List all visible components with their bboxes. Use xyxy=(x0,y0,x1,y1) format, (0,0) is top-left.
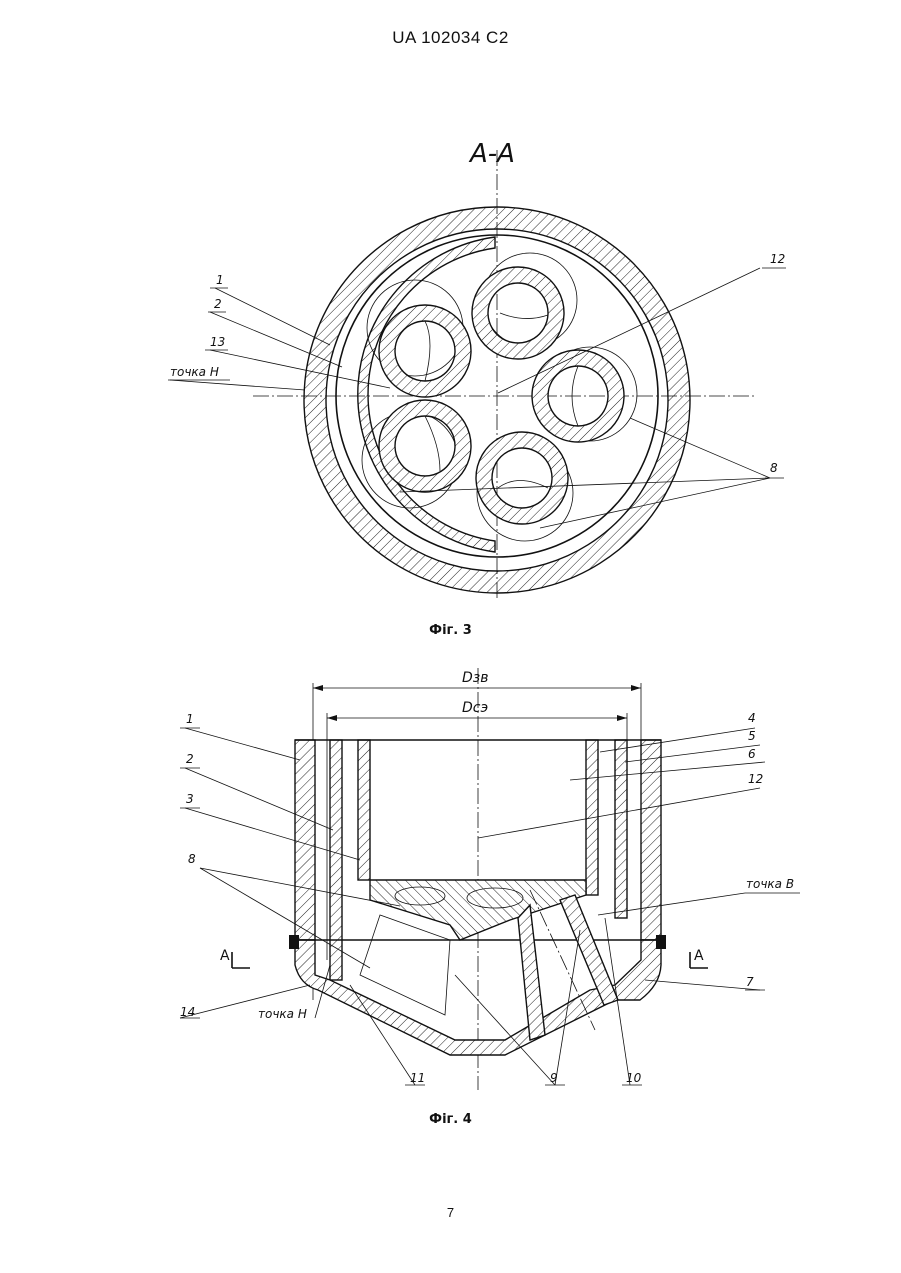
fig3-label-13: 13 xyxy=(210,335,225,349)
outer-wall-left xyxy=(295,740,315,940)
figure-4-longitudinal-view: Dзв Dсэ xyxy=(180,668,800,1090)
dimension-inner-diameter: Dсэ xyxy=(462,700,488,716)
figure-3-caption: Фіг. 3 xyxy=(0,623,901,638)
middle-wall-right xyxy=(615,740,627,918)
tube-2 xyxy=(472,253,577,359)
fig4-label-5: 5 xyxy=(748,729,756,743)
section-marker-right: A xyxy=(694,948,704,964)
tube-1 xyxy=(367,280,471,397)
dimension-outer-diameter: Dзв xyxy=(462,670,488,686)
figure-3-section-view: A-A xyxy=(168,139,786,600)
fig4-label-1: 1 xyxy=(186,712,194,726)
section-marker-left: A xyxy=(220,948,230,964)
page-number: 7 xyxy=(0,1205,901,1220)
fig4-label-point-h: точка Н xyxy=(258,1007,307,1021)
tube-5 xyxy=(476,432,573,541)
inner-tube-left xyxy=(358,740,370,880)
fig4-label-3: 3 xyxy=(186,792,194,806)
fig3-label-2: 2 xyxy=(214,297,222,311)
fig4-label-8: 8 xyxy=(188,852,196,866)
figure-4-caption: Фіг. 4 xyxy=(0,1112,901,1127)
fig4-label-12: 12 xyxy=(748,772,763,786)
fig3-label-1: 1 xyxy=(216,273,224,287)
fig4-label-6: 6 xyxy=(748,747,756,761)
distributor-plate xyxy=(370,880,586,940)
fig4-label-10: 10 xyxy=(626,1071,642,1085)
tube-3 xyxy=(532,347,637,442)
fig4-label-7: 7 xyxy=(746,975,754,989)
fig3-label-point-h: точка Н xyxy=(170,365,219,379)
outer-wall-right xyxy=(641,740,661,940)
fig4-label-2: 2 xyxy=(186,752,194,766)
fig4-label-9: 9 xyxy=(550,1071,558,1085)
middle-wall-left xyxy=(330,740,342,980)
section-label-aa: A-A xyxy=(468,139,515,169)
fig4-label-point-b: точка В xyxy=(746,877,794,891)
fig3-label-12: 12 xyxy=(770,252,785,266)
fig4-label-4: 4 xyxy=(748,711,756,725)
fig3-label-8: 8 xyxy=(770,461,778,475)
fig4-label-11: 11 xyxy=(410,1071,425,1085)
fig4-label-14: 14 xyxy=(180,1005,195,1019)
